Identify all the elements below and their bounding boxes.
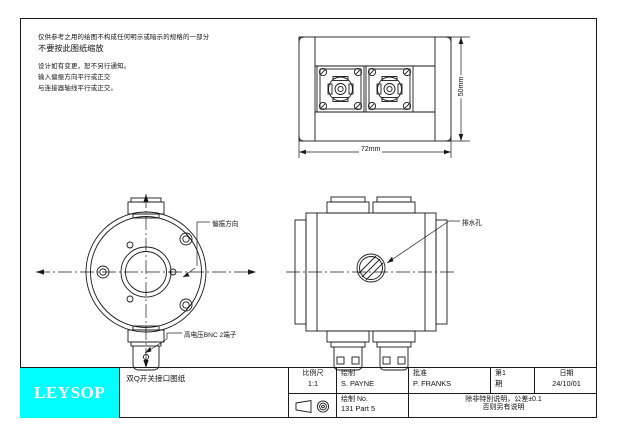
approved-by-value: P. FRANKS [413, 378, 452, 388]
sheet-border [20, 18, 597, 418]
dimension-height-label: 50mm [458, 74, 466, 99]
scale-label: 比例尺 [302, 370, 324, 377]
title-block: LEYSOP 双Q开关接口图纸 比例尺 1:1 绘制 S. PAYNE 批准 P… [20, 367, 597, 418]
hv-bnc-terminals-label: 高电压BNC 2端子 [184, 332, 237, 339]
tolerance-note-line2: 否则另有说明 [482, 404, 525, 412]
company-logo-text: LEYSOP [34, 383, 106, 402]
scale-value: 1:1 [307, 378, 319, 388]
company-logo: LEYSOP [20, 368, 121, 418]
drawn-by-value: S. PAYNE [341, 378, 374, 388]
projection-symbol-cell [289, 393, 337, 418]
drawn-by-cell: 绘制 S. PAYNE [337, 368, 409, 393]
tolerance-note-line1: 除非特别说明，公差±0.1 [465, 395, 542, 403]
title-block-row-top: 比例尺 1:1 绘制 S. PAYNE 批准 P. FRANKS 第1 期 日期 [289, 368, 597, 394]
approved-by-label: 批准 [413, 370, 427, 377]
note-line-disclaimer: 仅供参考之用的绘图不构成任何明示或暗示的规格的一部分 [38, 34, 210, 41]
note-line-polarization-1: 输入偏振方向平行或正交 [38, 73, 111, 81]
issue-label: 第1 [495, 370, 506, 377]
date-value: 24/10/01 [552, 378, 581, 388]
note-do-not-scale: 不要按此图纸缩放 [38, 44, 104, 54]
scale-cell: 比例尺 1:1 [289, 368, 337, 393]
note-line-polarization-2: 与连接器轴线平行或正交。 [38, 84, 118, 92]
polarization-direction-label: 偏振方向 [212, 221, 239, 228]
date-label: 日期 [559, 370, 574, 377]
note-line-design-change: 设计如有变更，恕不另行通知。 [38, 62, 131, 70]
drawing-number-value: 131 Part 5 [341, 404, 376, 414]
drawing-title: 双Q开关接口图纸 [120, 368, 289, 418]
tolerance-note-cell: 除非特别说明，公差±0.1 否则另有说明 [409, 394, 597, 419]
notes-block: 仅供参考之用的绘图不构成任何明示或暗示的规格的一部分 不要按此图纸缩放 设计如有… [38, 34, 268, 95]
drain-hole-label: 排水孔 [462, 220, 482, 227]
first-angle-projection-icon [295, 400, 330, 414]
dimension-width-label: 72mm [359, 146, 383, 153]
approved-by-cell: 批准 P. FRANKS [409, 368, 491, 393]
drawing-number-label: 绘制 No. [341, 395, 368, 403]
title-block-row-bottom: 绘制 No. 131 Part 5 除非特别说明，公差±0.1 否则另有说明 [289, 393, 597, 419]
date-cell: 日期 24/10/01 [535, 368, 597, 393]
title-block-grid: 比例尺 1:1 绘制 S. PAYNE 批准 P. FRANKS 第1 期 日期 [289, 368, 597, 418]
issue-value: 期 [495, 378, 503, 388]
drawn-by-label: 绘制 [341, 370, 355, 377]
drawing-number-cell: 绘制 No. 131 Part 5 [337, 393, 409, 418]
issue-cell: 第1 期 [491, 368, 535, 393]
